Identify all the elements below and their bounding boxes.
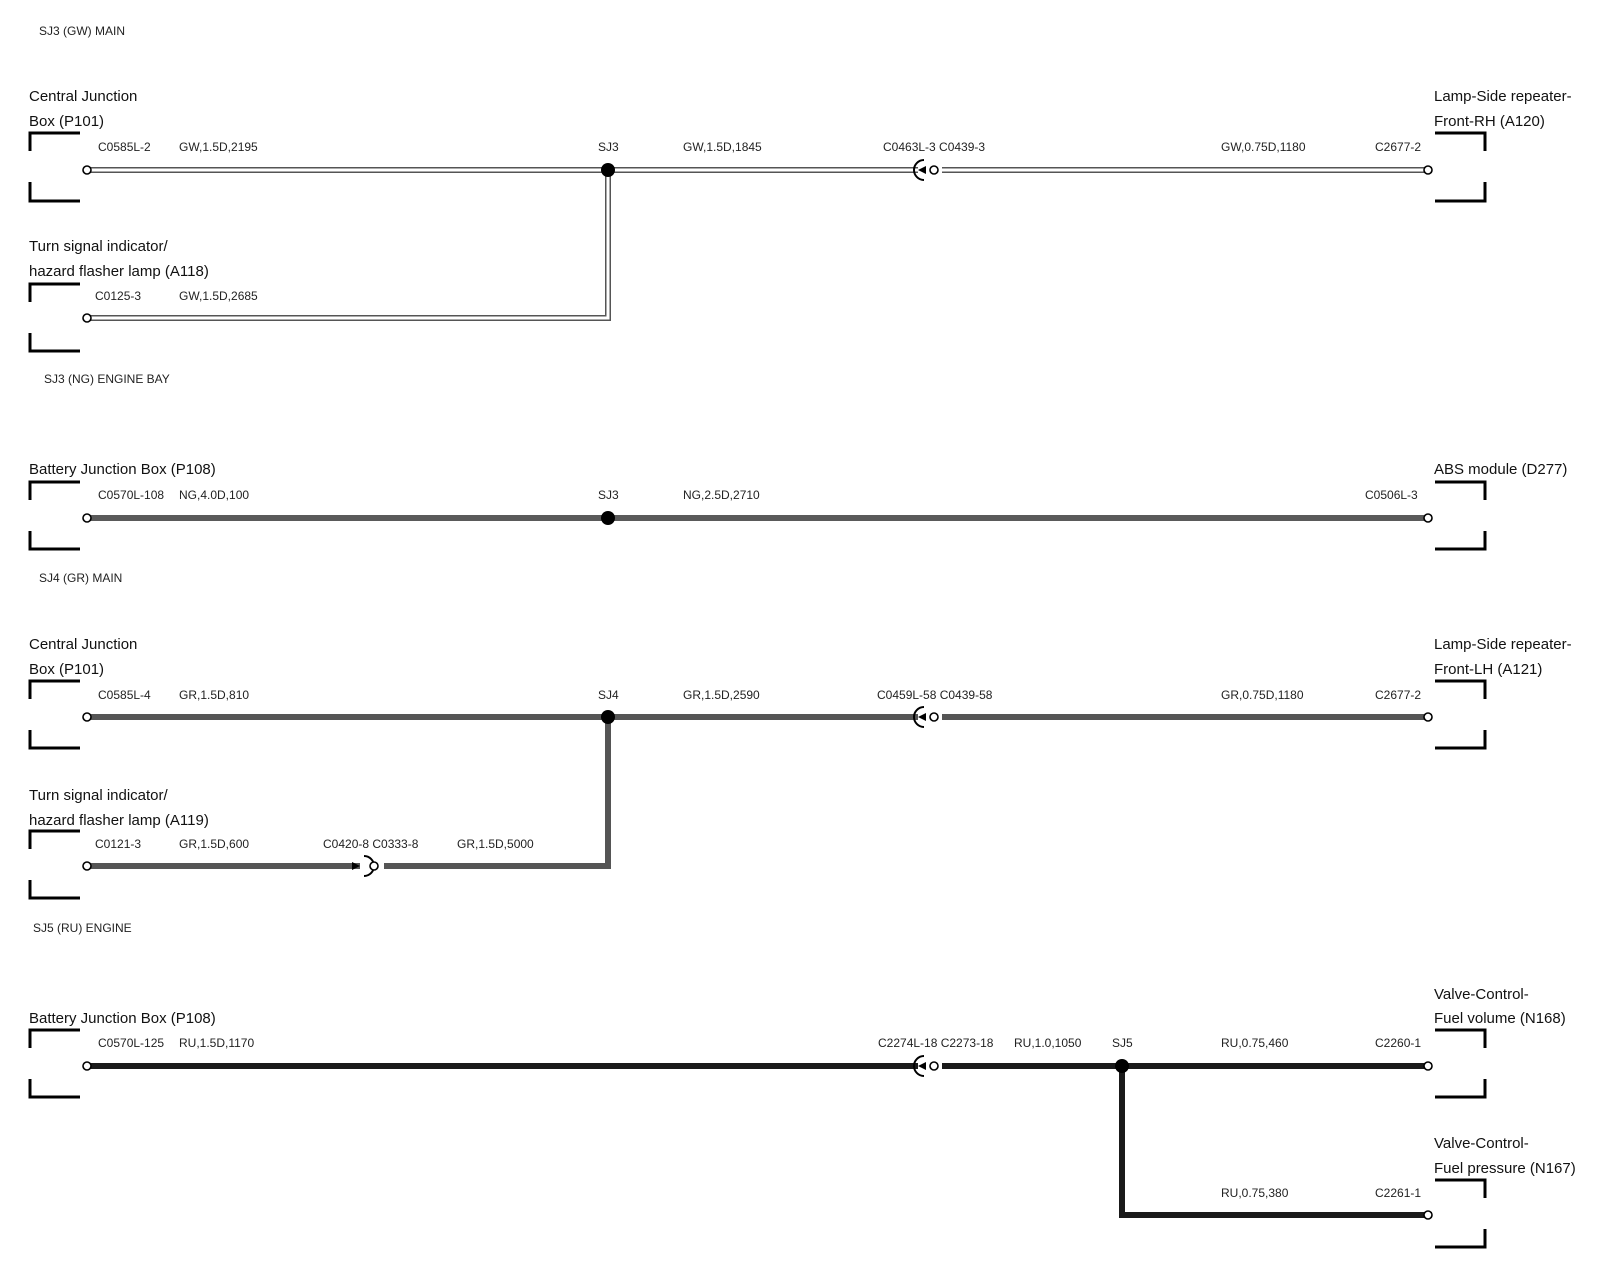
component-label: Central Junction	[29, 88, 137, 105]
component-label: Box (P101)	[29, 113, 104, 130]
section-sj5-ru-engine: SJ5 (RU) ENGINE Battery Junction Box (P1…	[28, 921, 1576, 1249]
connector-label: C0506L-3	[1365, 488, 1418, 502]
wire-label: GW,1.5D,2195	[179, 140, 258, 154]
connector-box	[1435, 1028, 1487, 1099]
inline-connector-icon	[352, 855, 379, 877]
splice-point	[601, 710, 615, 724]
section-sj3-gw-main: SJ3 (GW) MAIN Central Junction Box (P101…	[28, 24, 1572, 353]
pin-terminal	[82, 313, 92, 323]
connector-label: C0125-3	[95, 289, 141, 303]
connector-box	[28, 679, 80, 750]
connector-label: C2260-1	[1375, 1036, 1421, 1050]
inline-connector-icon	[913, 159, 939, 181]
pin-terminal	[1423, 712, 1433, 722]
wire-sj5-to-n167	[1119, 1066, 1432, 1218]
wire-label: RU,1.0,1050	[1014, 1036, 1082, 1050]
connector-box	[28, 1028, 80, 1099]
splice-point	[601, 163, 615, 177]
pin-terminal	[82, 1061, 92, 1071]
wire-label: RU,1.5D,1170	[179, 1036, 254, 1050]
wire-label: GR,1.5D,2590	[683, 688, 760, 702]
inline-connector-label: C2274L-18 C2273-18	[878, 1036, 994, 1050]
connector-label: C0121-3	[95, 837, 141, 851]
wire-label: GR,1.5D,600	[179, 837, 249, 851]
connector-box	[1435, 131, 1487, 203]
splice-label: SJ5	[1112, 1036, 1133, 1050]
component-label: Front-RH (A120)	[1434, 113, 1545, 130]
component-label: Turn signal indicator/	[29, 238, 169, 255]
component-label: Turn signal indicator/	[29, 787, 169, 804]
pin-terminal	[82, 861, 92, 871]
connector-box	[1435, 1178, 1487, 1249]
splice-label: SJ4	[598, 688, 619, 702]
connector-label: C2677-2	[1375, 140, 1421, 154]
splice-label: SJ3	[598, 488, 619, 502]
connector-box	[1435, 480, 1487, 551]
connector-label: C0585L-4	[98, 688, 151, 702]
section-title: SJ4 (GR) MAIN	[39, 571, 122, 585]
connector-box	[28, 829, 80, 900]
connector-label: C0570L-108	[98, 488, 164, 502]
component-label: Central Junction	[29, 636, 137, 653]
pin-terminal	[82, 712, 92, 722]
wire-sj4-to-branch-inline	[384, 717, 611, 869]
component-label: hazard flasher lamp (A118)	[29, 263, 209, 280]
wire-label: GR,0.75D,1180	[1221, 688, 1304, 702]
inline-connector-icon	[913, 706, 939, 728]
section-title: SJ5 (RU) ENGINE	[33, 921, 132, 935]
component-label: Box (P101)	[29, 661, 104, 678]
inline-connector-label: C0420-8 C0333-8	[323, 837, 419, 851]
connector-box	[28, 282, 80, 353]
connector-label: C2261-1	[1375, 1186, 1421, 1200]
pin-terminal	[82, 513, 92, 523]
component-label: Battery Junction Box (P108)	[29, 1010, 216, 1027]
pin-terminal	[1423, 165, 1433, 175]
wire-label: NG,2.5D,2710	[683, 488, 760, 502]
section-title: SJ3 (NG) ENGINE BAY	[44, 372, 170, 386]
wire-label: GW,1.5D,1845	[683, 140, 762, 154]
component-label: Front-LH (A121)	[1434, 661, 1542, 678]
splice-label: SJ3	[598, 140, 619, 154]
wire-label: RU,0.75,460	[1221, 1036, 1289, 1050]
component-label: Fuel pressure (N167)	[1434, 1160, 1576, 1177]
component-label: Battery Junction Box (P108)	[29, 461, 216, 478]
pin-terminal	[1423, 1210, 1433, 1220]
pin-terminal	[1423, 1061, 1433, 1071]
wire-label: GW,0.75D,1180	[1221, 140, 1306, 154]
wire-label: GR,1.5D,5000	[457, 837, 534, 851]
connector-box	[28, 131, 80, 203]
component-label: Lamp-Side repeater-	[1434, 88, 1572, 105]
connector-label: C0585L-2	[98, 140, 151, 154]
component-label: ABS module (D277)	[1434, 461, 1567, 478]
section-sj3-ng-engine-bay: SJ3 (NG) ENGINE BAY Battery Junction Box…	[28, 372, 1567, 551]
component-label: Valve-Control-	[1434, 986, 1529, 1003]
connector-label: C2677-2	[1375, 688, 1421, 702]
section-title: SJ3 (GW) MAIN	[39, 24, 125, 38]
component-label: hazard flasher lamp (A119)	[29, 812, 209, 829]
splice-point	[1115, 1059, 1129, 1073]
inline-connector-icon	[913, 1055, 939, 1077]
splice-point	[601, 511, 615, 525]
wire-label: NG,4.0D,100	[179, 488, 249, 502]
pin-terminal	[82, 165, 92, 175]
component-label: Lamp-Side repeater-	[1434, 636, 1572, 653]
connector-label: C0570L-125	[98, 1036, 164, 1050]
section-sj4-gr-main: SJ4 (GR) MAIN Central Junction Box (P101…	[28, 571, 1572, 900]
connector-box	[28, 480, 80, 551]
pin-terminal	[1423, 513, 1433, 523]
wire-label: GW,1.5D,2685	[179, 289, 258, 303]
inline-connector-label: C0459L-58 C0439-58	[877, 688, 993, 702]
component-label: Valve-Control-	[1434, 1135, 1529, 1152]
connector-box	[1435, 679, 1487, 750]
wire-label: RU,0.75,380	[1221, 1186, 1289, 1200]
inline-connector-label: C0463L-3 C0439-3	[883, 140, 985, 154]
wire-label: GR,1.5D,810	[179, 688, 249, 702]
component-label: Fuel volume (N168)	[1434, 1010, 1566, 1027]
wire-group-gw	[88, 167, 1432, 321]
